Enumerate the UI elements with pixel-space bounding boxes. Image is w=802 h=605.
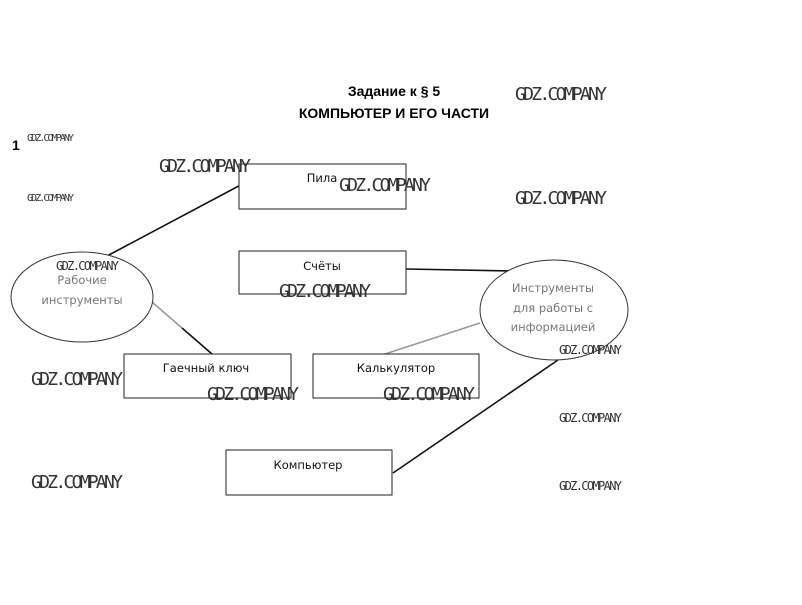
item-box-abacus: [238, 250, 407, 295]
item-box-calculator: [312, 353, 480, 399]
item-box-wrench: [123, 353, 292, 399]
group-label-line: информацией: [511, 320, 596, 334]
watermark: GDZ.COMPANY: [27, 193, 74, 204]
watermark: GDZ.COMPANY: [559, 479, 623, 493]
group-label-line: Рабочие: [57, 273, 106, 287]
task-subtitle: КОМПЬЮТЕР И ЕГО ЧАСТИ: [299, 105, 489, 121]
connector-abacus-info: [405, 268, 511, 272]
connector-computer-info: [392, 359, 559, 474]
item-label-abacus: Счёты: [303, 259, 341, 273]
group-ellipse-info-tools: [479, 259, 629, 361]
watermark: GDZ.COMPANY: [27, 133, 74, 144]
group-label-line: Инструменты: [512, 281, 594, 295]
watermark: GDZ.COMPANY: [515, 188, 607, 209]
group-label-line: инструменты: [41, 293, 122, 307]
watermark: GDZ.COMPANY: [559, 343, 623, 357]
task-title: Задание к § 5: [348, 83, 441, 99]
watermarks: GDZ.COMPANY GDZ.COMPANY GDZ.COMPANY GDZ.…: [27, 84, 623, 493]
task-number: 1: [12, 137, 20, 153]
connector-tools-wrench-b: [181, 327, 213, 355]
watermark: GDZ.COMPANY: [31, 472, 123, 493]
watermark: GDZ.COMPANY: [559, 411, 623, 425]
item-label-saw: Пила: [307, 171, 338, 185]
watermark: GDZ.COMPANY: [515, 84, 607, 105]
connector-tools-saw: [106, 179, 251, 257]
watermark: GDZ.COMPANY: [207, 384, 299, 405]
watermark: GDZ.COMPANY: [56, 259, 120, 273]
item-label-calculator: Калькулятор: [357, 361, 435, 375]
watermark: GDZ.COMPANY: [279, 281, 371, 302]
item-label-computer: Компьютер: [274, 458, 343, 472]
watermark: GDZ.COMPANY: [31, 369, 123, 390]
connector-tools-wrench-a: [151, 301, 183, 329]
item-box-saw: [238, 163, 407, 210]
watermark: GDZ.COMPANY: [383, 384, 475, 405]
watermark: GDZ.COMPANY: [339, 175, 431, 196]
group-ellipse-working-tools: [10, 251, 154, 343]
connector-calculator-info: [384, 322, 481, 355]
group-label-line: для работы с: [513, 301, 593, 315]
item-box-computer: [225, 449, 393, 496]
watermark: GDZ.COMPANY: [159, 156, 251, 177]
item-label-wrench: Гаечный ключ: [163, 361, 249, 375]
